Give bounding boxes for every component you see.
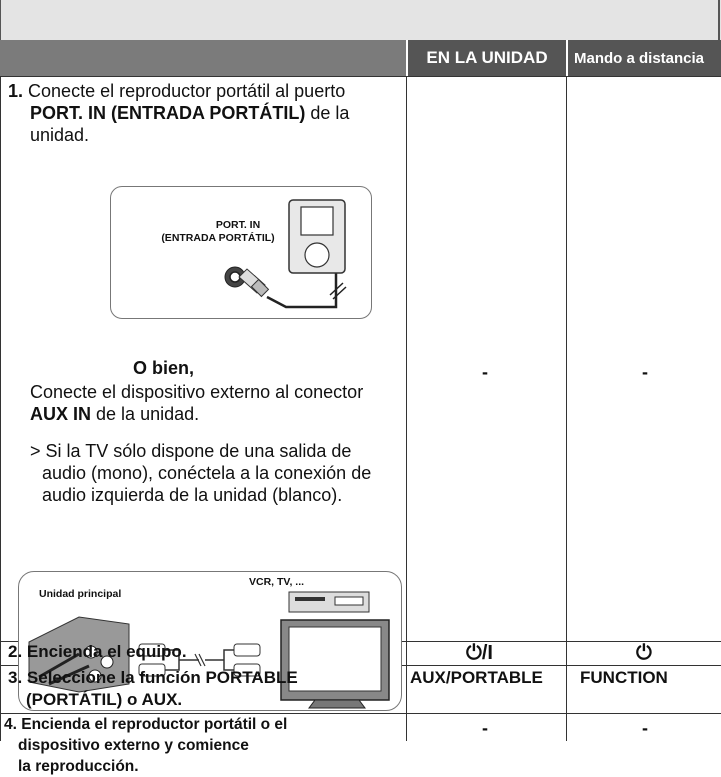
- note-line-2: audio (mono), conéctela a la conexión de: [42, 463, 372, 483]
- header-unit: EN LA UNIDAD: [406, 40, 566, 76]
- step4-label-l3: la reproducción.: [18, 758, 139, 775]
- devices-label: VCR, TV, ...: [249, 576, 305, 588]
- step3-label-l1: 3. Seleccione la función PORTABLE: [8, 668, 298, 687]
- step4-label-l1: 4. Encienda el reproductor portátil o el: [4, 716, 288, 733]
- step2-unit-power-standby-icon: ⏻/I: [466, 642, 493, 664]
- top-frame: [0, 0, 721, 40]
- step2-remote-power-icon: ⏻: [636, 642, 652, 664]
- step1-text-b: de la: [310, 103, 350, 123]
- step3-label: 3. Seleccione la función PORTABLE (PORTÁ…: [8, 667, 298, 711]
- table-left-border: [0, 76, 2, 741]
- instructions-table: 1. Conecte el reproductor portátil al pu…: [0, 76, 721, 775]
- aux-connection-figure: Unidad principal VCR, TV, ...: [18, 571, 402, 711]
- step1-text-c: unidad.: [30, 125, 90, 145]
- step4-label-l2: dispositivo externo y comience: [18, 737, 249, 754]
- note-line-1: > Si la TV sólo dispone de una salida de: [30, 441, 352, 461]
- note-line-3: audio izquierda de la unidad (blanco).: [42, 485, 343, 505]
- or-label: O bien,: [133, 358, 195, 378]
- port-in-label-l1: PORT. IN: [215, 219, 261, 231]
- step4-unit-value: -: [482, 718, 488, 738]
- step1-aux-instructions: Conecte el dispositivo externo al conect…: [30, 381, 410, 425]
- portable-player-illustration: [224, 199, 347, 309]
- step3-label-l2: (PORTÁTIL) o AUX.: [26, 690, 183, 709]
- step3-unit-value: AUX/PORTABLE: [410, 668, 543, 687]
- step1-note: > Si la TV sólo dispone de una salida de…: [30, 440, 415, 506]
- port-in-label-l2: (ENTRADA PORTÁTIL): [161, 232, 275, 244]
- step1-aux-label: AUX IN: [30, 404, 92, 424]
- table-row-line-0: [0, 76, 721, 78]
- portable-player-figure: PORT. IN (ENTRADA PORTÁTIL): [110, 186, 372, 319]
- step4-label: 4. Encienda el reproductor portátil o el…: [4, 714, 287, 777]
- table-col-divider-2: [566, 76, 568, 741]
- aux-connection-illustration: [28, 591, 390, 709]
- step1-unit-value: -: [482, 362, 488, 382]
- step1-instructions: 1. Conecte el reproductor portátil al pu…: [8, 80, 404, 146]
- step1-remote-value: -: [642, 362, 648, 382]
- header-remote: Mando a distancia: [566, 40, 721, 76]
- step1-text-e: de la unidad.: [96, 404, 200, 424]
- frame-right-edge: [718, 0, 720, 40]
- step1-text-a: Conecte el reproductor portátil al puert…: [28, 81, 346, 101]
- step2-label: 2. Encienda el equipo.: [8, 642, 187, 661]
- step1-number: 1.: [8, 81, 24, 101]
- step4-remote-value: -: [642, 718, 648, 738]
- step3-remote-value: FUNCTION: [580, 668, 668, 687]
- step1-text-d: Conecte el dispositivo externo al conect…: [30, 382, 364, 402]
- main-unit-label: Unidad principal: [39, 588, 122, 600]
- port-in-label: PORT. IN (ENTRADA PORTÁTIL): [133, 219, 303, 245]
- header-blank-cell: [0, 40, 406, 76]
- table-row-line-3: [0, 713, 721, 715]
- table-col-divider-1: [406, 76, 408, 741]
- step1-port-label: PORT. IN (ENTRADA PORTÁTIL): [30, 103, 306, 123]
